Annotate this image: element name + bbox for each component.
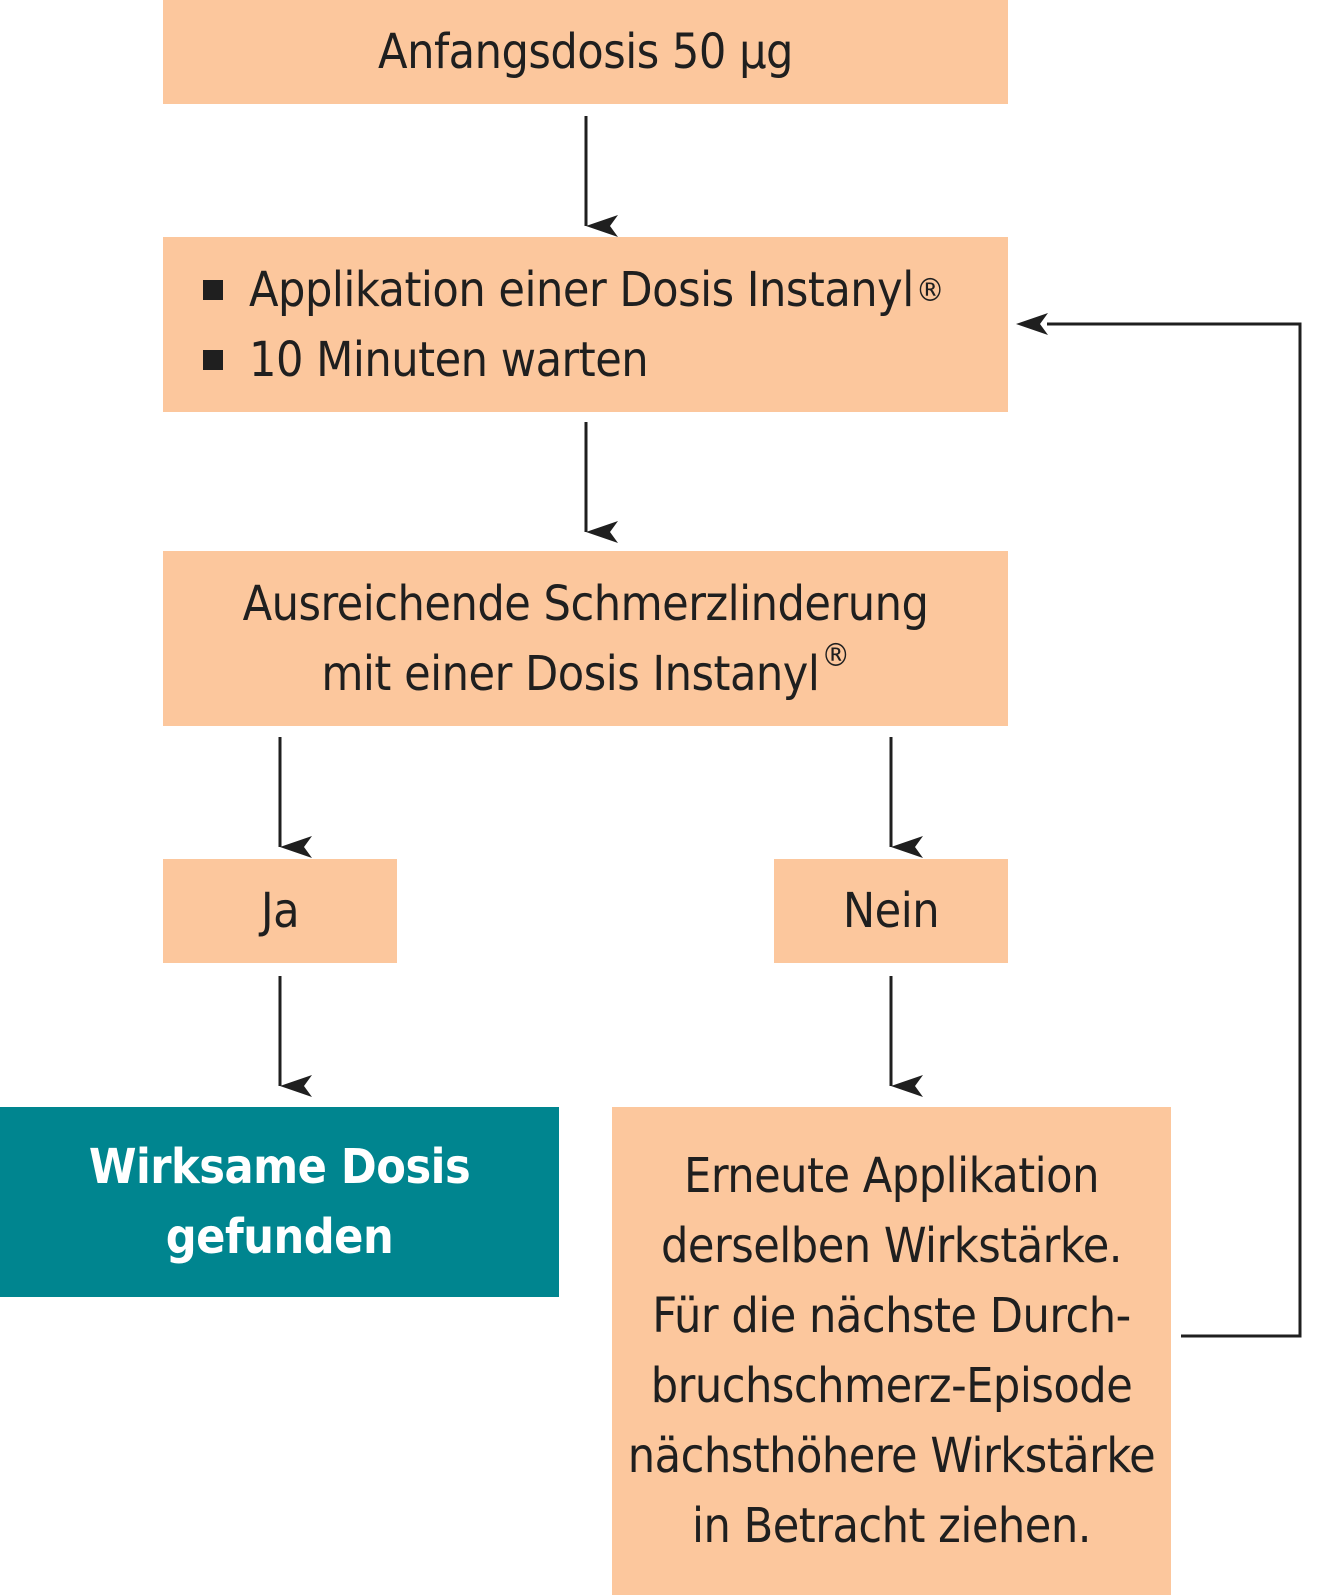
- question-line-1: Ausreichende Schmerzlinderung: [242, 575, 929, 632]
- arrow-retry-loop-back: [1047, 322, 1302, 1338]
- question-line-2-text: mit einer Dosis Instanyl: [321, 645, 820, 702]
- bullet-square-icon: [203, 279, 223, 300]
- found-line-1: Wirksame Dosis: [88, 1139, 471, 1195]
- yes-label: Ja: [260, 883, 300, 939]
- start-dose-label: Anfangsdosis 50 µg: [378, 24, 793, 80]
- retry-line: in Betracht ziehen.: [692, 1498, 1091, 1554]
- retry-line: Erneute Applikation: [684, 1148, 1099, 1204]
- question-line-2: mit einer Dosis Instanyl®: [243, 639, 929, 709]
- found-line-2: gefunden: [165, 1209, 394, 1265]
- retry-box: Erneute Applikation derselben Wirkstärke…: [612, 1107, 1171, 1595]
- no-label: Nein: [842, 883, 940, 939]
- yes-box: Ja: [163, 859, 397, 963]
- apply-bullet-text: 10 Minuten warten: [249, 331, 649, 388]
- apply-bullet-item: 10 Minuten warten: [203, 325, 944, 395]
- retry-line: nächsthöhere Wirkstärke: [627, 1428, 1156, 1484]
- retry-line: bruchschmerz-Episode: [650, 1358, 1133, 1414]
- retry-line: derselben Wirkstärke.: [660, 1218, 1123, 1274]
- apply-bullet-item: Applikation einer Dosis Instanyl®: [203, 255, 945, 325]
- start-dose-box: Anfangsdosis 50 µg: [163, 0, 1008, 104]
- bullet-square-icon: [203, 349, 223, 370]
- question-box: Ausreichende Schmerzlinderung mit einer …: [163, 551, 1008, 726]
- no-box: Nein: [774, 859, 1008, 963]
- retry-line: Für die nächste Durch-: [652, 1288, 1131, 1344]
- apply-bullet-text: Applikation einer Dosis Instanyl: [249, 261, 914, 318]
- registered-mark: ®: [821, 635, 850, 674]
- arrow-retry-loop-head: [1016, 313, 1048, 335]
- apply-dose-box: Applikation einer Dosis Instanyl® 10 Min…: [163, 237, 1008, 412]
- apply-bullet-list: Applikation einer Dosis Instanyl® 10 Min…: [203, 255, 945, 395]
- effective-dose-found-box: Wirksame Dosis gefunden: [0, 1107, 559, 1297]
